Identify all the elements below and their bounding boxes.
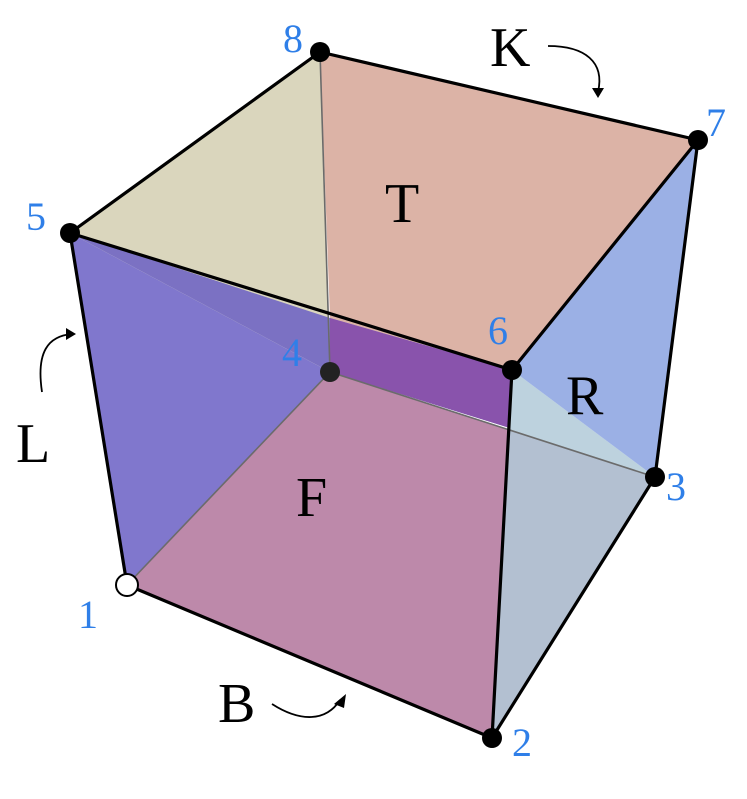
edge-6-7 — [510, 138, 700, 372]
vertex-label-3: 3 — [666, 464, 686, 509]
edge-4-1 — [126, 371, 331, 586]
vertex-1-marker — [115, 573, 139, 597]
face-front-strip — [330, 318, 512, 428]
vertex-label-7: 7 — [706, 100, 726, 145]
face-label-f: F — [296, 467, 327, 529]
vertex-4-marker — [320, 362, 340, 382]
face-top — [320, 52, 698, 370]
vertex-8-marker — [310, 42, 330, 62]
face-label-k: K — [490, 17, 530, 79]
edge-5-6 — [68, 231, 514, 372]
arrow-k — [547, 45, 604, 98]
edge-4-3 — [329, 371, 656, 478]
face-label-l: L — [16, 413, 50, 475]
vertex-label-4: 4 — [282, 330, 302, 375]
vertex-2-marker — [482, 728, 502, 748]
vertex-label-2: 2 — [512, 720, 532, 765]
vertex-7-marker — [688, 130, 708, 150]
arrow-b — [271, 694, 346, 718]
face-right-lower — [492, 370, 655, 738]
vertex-3-marker — [645, 467, 665, 487]
vertex-label-6: 6 — [488, 308, 508, 353]
vertex-label-1: 1 — [78, 592, 98, 637]
edge-6-2 — [490, 368, 514, 740]
vertex-6-marker — [502, 360, 522, 380]
vertex-label-8: 8 — [283, 16, 303, 61]
face-label-b: B — [218, 673, 255, 735]
face-left — [70, 233, 330, 585]
arrow-l — [39, 328, 76, 393]
face-label-r: R — [566, 365, 604, 427]
vertex-label-5: 5 — [26, 194, 46, 239]
vertex-5-marker — [60, 223, 80, 243]
face-right — [512, 140, 698, 477]
face-label-t: T — [385, 173, 419, 235]
edge-8-4 — [319, 51, 331, 373]
